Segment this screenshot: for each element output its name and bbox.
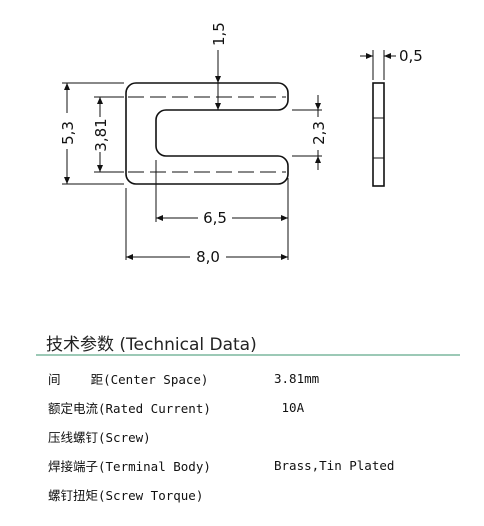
dim-total-length: 8,0 (196, 248, 220, 266)
spec-label: 螺钉扭矩(Screw Torque) (48, 488, 204, 503)
section-title: 技术参数 (Technical Data) (46, 335, 257, 355)
spec-label: 压线螺钉(Screw) (48, 430, 151, 445)
spec-table: 间 距(Center Space) 3.81mm 额定电流(Rated Curr… (48, 364, 394, 509)
spec-row: 焊接端子(Terminal Body) Brass,Tin Plated (48, 451, 394, 480)
spec-row: 额定电流(Rated Current) 10A (48, 393, 394, 422)
spec-row: 螺钉扭矩(Screw Torque) (48, 480, 394, 509)
technical-drawing: 5,3 3,81 2,3 1,5 6,5 8,0 0,5 (59, 22, 423, 266)
dim-top-gap: 1,5 (210, 22, 228, 46)
spec-row: 间 距(Center Space) 3.81mm (48, 364, 394, 393)
title-divider (36, 354, 460, 356)
spec-value: Brass,Tin Plated (274, 458, 395, 473)
part-outline (125, 82, 289, 185)
spec-value: 3.81mm (274, 371, 320, 386)
spec-value: 10A (274, 400, 305, 415)
dim-slot-width: 2,3 (310, 121, 328, 145)
dim-thickness: 0,5 (399, 47, 423, 65)
dim-slot-depth: 6,5 (203, 209, 227, 227)
spec-row: 压线螺钉(Screw) (48, 422, 394, 451)
spec-label: 焊接端子(Terminal Body) (48, 459, 211, 474)
spec-label: 间 距(Center Space) (48, 372, 209, 387)
dim-total-height: 5,3 (59, 121, 77, 145)
side-view (372, 82, 385, 187)
dim-inner-height: 3,81 (92, 118, 110, 151)
spec-label: 额定电流(Rated Current) (48, 401, 211, 416)
